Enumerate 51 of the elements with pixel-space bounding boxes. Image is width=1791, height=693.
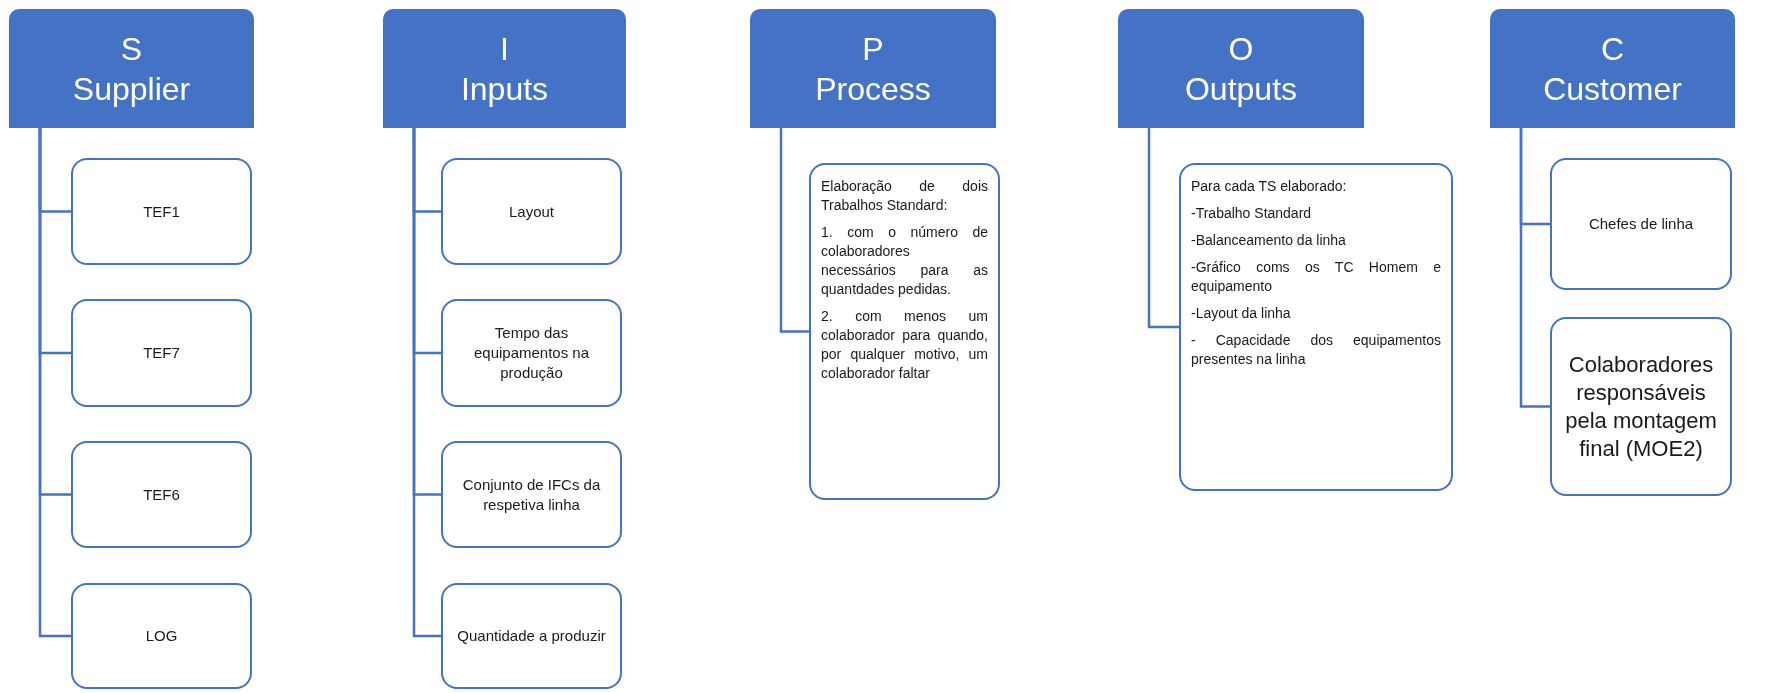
connector-line	[1519, 128, 1550, 408]
header-text: P	[862, 29, 884, 69]
box-text: Quantidade a produzir	[457, 626, 606, 646]
box-text: Conjunto de IFCs da respetiva linha	[461, 474, 602, 515]
content-box	[1550, 317, 1732, 496]
header-text: Outputs	[1184, 69, 1298, 109]
header-box	[750, 9, 996, 128]
header-text: C	[1600, 29, 1625, 69]
header-text: Process	[815, 69, 931, 109]
connector-line	[38, 128, 71, 638]
box-text: TEF6	[143, 484, 180, 505]
content-box	[441, 158, 622, 265]
box-text: -Trabalho Standard	[1191, 204, 1313, 223]
box-text: Para cada TS elaborado:	[1191, 177, 1348, 196]
box-text: -Balanceamento da linha	[1191, 231, 1347, 250]
content-box	[441, 583, 622, 689]
connector-line	[1147, 128, 1179, 329]
box-text: TEF1	[143, 201, 180, 222]
content-box	[71, 158, 252, 265]
header-box	[1490, 9, 1735, 128]
content-box	[71, 441, 252, 548]
header-text: Inputs	[460, 69, 549, 109]
connector-line	[412, 128, 441, 638]
header-box	[9, 9, 254, 128]
content-box	[809, 163, 1000, 500]
connector-line	[779, 128, 809, 333]
box-text: Colaboradores responsáveis pela montagem final (MOE2)	[1564, 350, 1718, 463]
content-box	[71, 583, 252, 689]
header-box	[1118, 9, 1364, 128]
box-text: -Gráfico coms os TC Homem e equipamento	[1191, 258, 1441, 296]
box-text: Layout	[508, 201, 554, 222]
content-box	[441, 441, 622, 548]
content-box	[1179, 163, 1453, 491]
box-text: 2. com menos um colaborador para quando, por qualquer motivo, um colaborador faltar	[821, 307, 988, 383]
box-text: - Capacidade dos equipamentos presentes na linha	[1191, 331, 1441, 369]
box-text: TEF7	[143, 343, 180, 363]
content-box	[441, 299, 622, 407]
box-text: LOG	[145, 626, 178, 646]
box-text: Tempo das equipamentos na produção	[472, 323, 591, 383]
content-box	[1550, 158, 1732, 290]
box-text: Elaboração de dois Trabalhos Standard:	[821, 177, 988, 215]
header-text: S	[120, 29, 143, 69]
header-text: I	[500, 29, 509, 69]
header-box	[383, 9, 626, 128]
header-text: O	[1228, 29, 1254, 69]
box-text: -Layout da linha	[1191, 304, 1292, 323]
box-text: Chefes de linha	[1588, 214, 1694, 234]
content-box	[71, 299, 252, 407]
header-text: Customer	[1543, 69, 1682, 109]
header-text: Supplier	[72, 69, 191, 109]
box-text: 1. com o número de colaboradores necessários para as quantdades pedidas.	[821, 223, 988, 299]
